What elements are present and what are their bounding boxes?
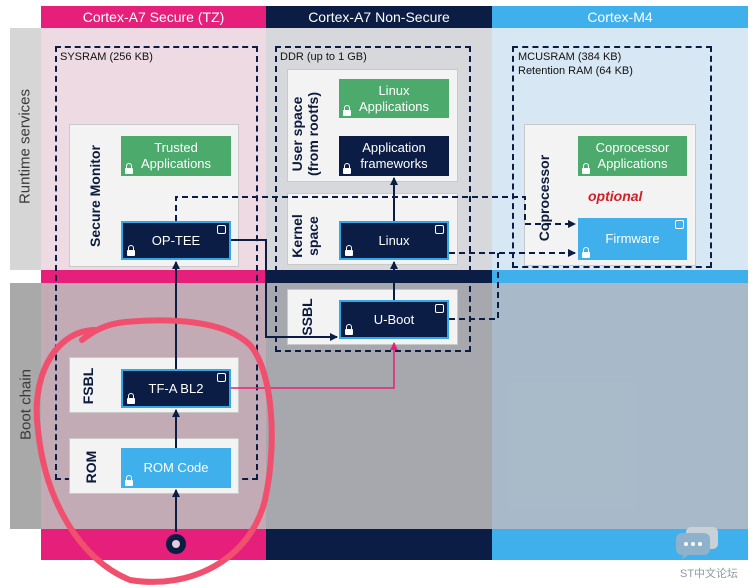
rom-code-component[interactable]: ROM Code	[121, 448, 231, 488]
tfa-bl2-label: TF-A BL2	[148, 380, 204, 396]
lock-icon	[126, 245, 136, 256]
chat-bubble-icon	[676, 527, 720, 559]
lock-icon	[344, 245, 354, 256]
arrow-optee-to-uboot	[231, 239, 338, 341]
separator-nonsecure	[266, 270, 492, 283]
lock-icon	[344, 324, 354, 335]
update-corner-icon	[435, 304, 444, 313]
arrow-tfa-to-uboot	[231, 342, 398, 389]
header-secure: Cortex-A7 Secure (TZ)	[41, 6, 266, 28]
separator-secure	[41, 270, 266, 283]
coprocessor-applications[interactable]: Coprocessor Applications	[578, 136, 687, 176]
application-frameworks-line1: Application	[362, 140, 426, 155]
trusted-applications-line1: Trusted	[154, 140, 198, 155]
lock-icon	[124, 163, 134, 174]
coprocessor-applications-line2: Applications	[597, 156, 668, 171]
lock-icon	[124, 475, 134, 486]
runtime-side	[10, 28, 41, 270]
firmware-label: Firmware	[605, 231, 660, 246]
lock-icon	[126, 393, 136, 404]
ddr-label: DDR (up to 1 GB)	[280, 51, 367, 63]
lock-icon	[581, 247, 591, 258]
application-frameworks[interactable]: Application frameworks	[339, 136, 449, 176]
rom-code-label: ROM Code	[143, 460, 209, 475]
dashed-uboot-to-firmware	[449, 253, 499, 320]
optional-note: optional	[588, 188, 643, 204]
header-nonsecure: Cortex-A7 Non-Secure	[266, 6, 492, 28]
optee-component[interactable]: OP-TEE	[121, 221, 231, 260]
firmware-component[interactable]: Firmware	[578, 218, 687, 260]
linux-kernel-label: Linux	[378, 232, 410, 248]
retention-label: Retention RAM (64 KB)	[518, 65, 633, 77]
update-corner-icon	[217, 373, 226, 382]
lock-icon	[581, 163, 591, 174]
trusted-applications[interactable]: Trusted Applications	[121, 136, 231, 176]
mcusram-label: MCUSRAM (384 KB)	[518, 51, 622, 63]
boot-start-node-inner	[172, 540, 180, 548]
lock-icon	[342, 105, 352, 116]
footer-nonsecure	[266, 529, 492, 560]
tfa-bl2-component[interactable]: TF-A BL2	[121, 369, 231, 408]
uboot-label: U-Boot	[373, 311, 415, 327]
application-frameworks-line2: frameworks	[360, 156, 428, 171]
update-corner-icon	[675, 220, 684, 229]
watermark-text: ST中文论坛	[680, 568, 739, 580]
coprocessor-applications-line1: Coprocessor	[595, 140, 670, 155]
uboot-component[interactable]: U-Boot	[339, 300, 449, 339]
trusted-applications-line2: Applications	[140, 156, 212, 171]
optee-label: OP-TEE	[151, 232, 201, 248]
linux-applications-line1: Linux	[378, 82, 410, 98]
separator-m4	[492, 270, 748, 283]
m4-column-bg	[492, 6, 748, 560]
highlight-circle	[33, 317, 275, 585]
linux-kernel-component[interactable]: Linux	[339, 221, 449, 260]
update-corner-icon	[217, 225, 226, 234]
lock-icon	[342, 163, 352, 174]
ddr-region	[275, 46, 471, 352]
linux-applications[interactable]: Linux Applications	[339, 79, 449, 118]
sysram-label: SYSRAM (256 KB)	[60, 51, 153, 63]
linux-applications-line2: Applications	[358, 98, 430, 114]
header-m4: Cortex-M4	[492, 6, 748, 28]
dashed-optee-to-firmware	[175, 196, 576, 228]
update-corner-icon	[435, 225, 444, 234]
mcusram-region	[512, 46, 712, 268]
